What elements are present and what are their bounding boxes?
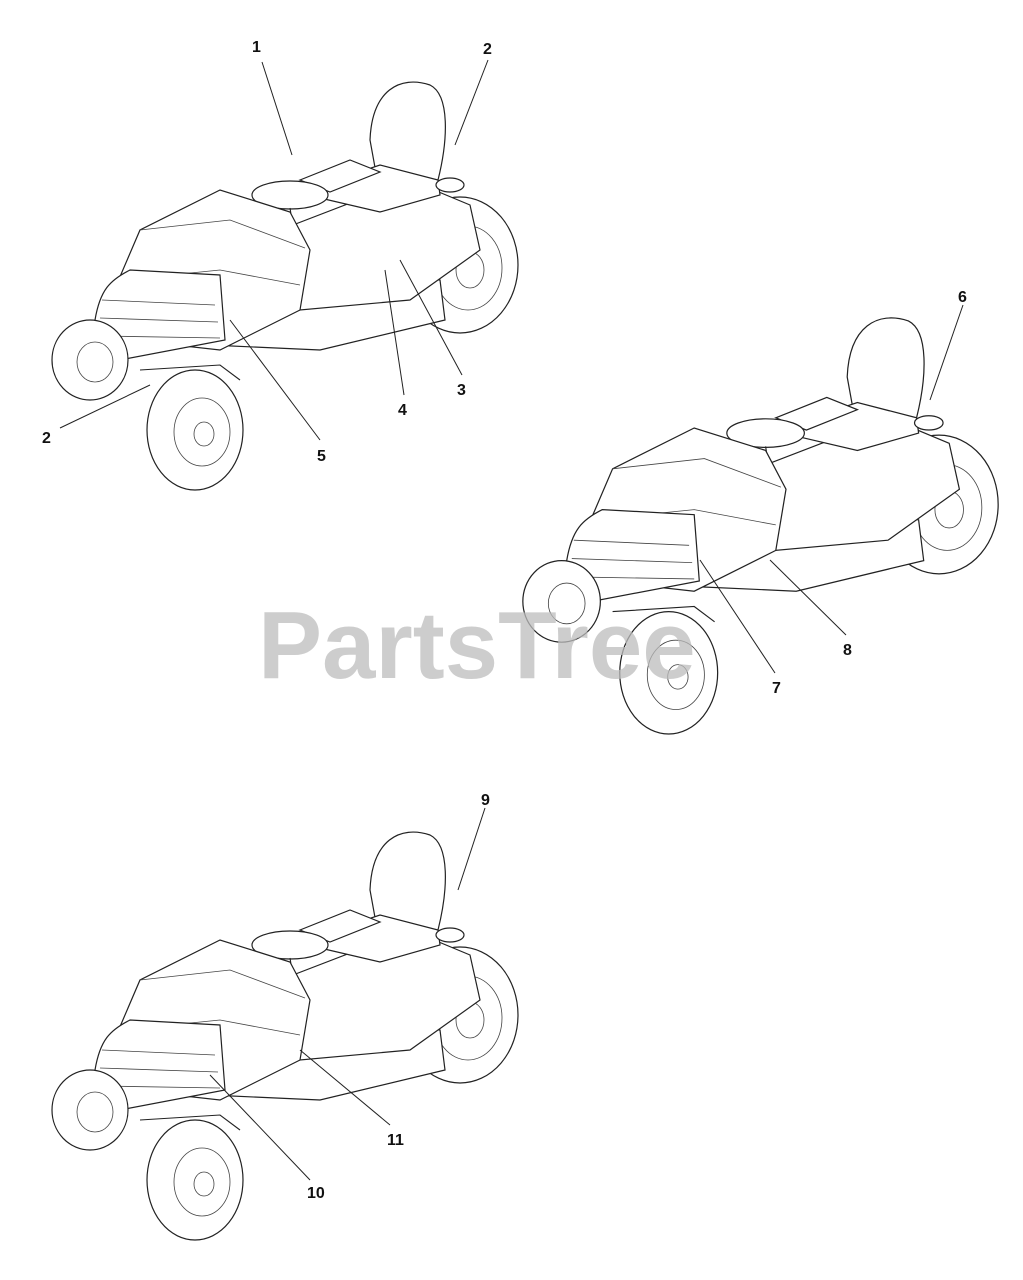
callout-1: 1 [252,39,261,56]
callout-10: 10 [307,1185,325,1202]
callout-4: 4 [398,402,407,419]
leader-lines [59,59,964,1181]
tractor-view-1 [51,81,519,491]
callout-6: 6 [958,289,967,306]
callout-2b: 2 [42,430,51,447]
callout-3: 3 [457,382,466,399]
callout-labels: 1 2 2 3 4 5 6 7 8 9 10 11 [42,39,967,1202]
callout-8: 8 [843,642,852,659]
callout-2a: 2 [483,41,492,58]
callout-11: 11 [387,1132,404,1149]
watermark: PartsTree [258,592,696,699]
callout-9: 9 [481,792,490,809]
callout-7: 7 [772,680,781,697]
callout-5: 5 [317,448,326,465]
tractor-view-3 [51,831,519,1241]
